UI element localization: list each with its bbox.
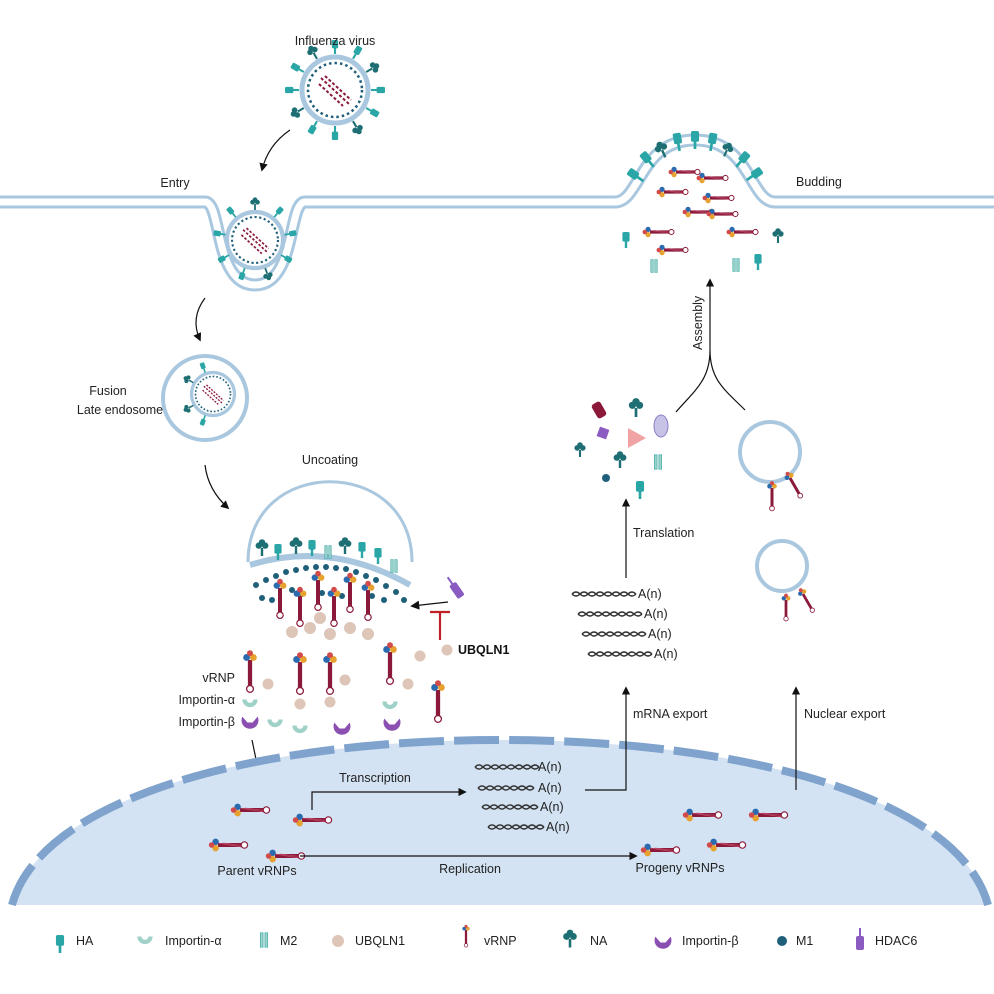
legend-importin-beta-label: Importin-β [682,934,739,948]
nucleus [8,735,992,907]
nuclear-polya-1: A(n) [538,760,562,774]
legend-hdac6-label: HDAC6 [875,934,917,948]
ubqln1-cluster [286,612,374,640]
late-endosome [161,354,249,442]
legend-m2-icon [260,932,268,948]
cyto-polya-1: A(n) [638,587,662,601]
progeny-vrnps-label: Progeny vRNPs [636,861,725,875]
legend-importin-alpha-label: Importin-α [165,934,222,948]
hdac6-inhibition [410,576,464,656]
assembly-label: Assembly [691,295,705,350]
cyto-polya-2: A(n) [644,607,668,621]
cyto-polya-4: A(n) [654,647,678,661]
legend-m1-label: M1 [796,934,813,948]
legend-na-icon [563,929,577,948]
vrnp-import-complexes [241,641,446,735]
vrnp-label: vRNP [202,671,235,685]
influenza-virus-label: Influenza virus [295,34,376,48]
uncoating-label: Uncoating [302,453,358,467]
arrow-to-entry [259,129,291,172]
viral-proteins [574,398,669,499]
entry-label: Entry [160,176,190,190]
legend-vrnp-label: vRNP [484,934,517,948]
export-vesicles [738,420,818,622]
cytoplasmic-mrnas [571,591,653,657]
mrna-export-label: mRNA export [633,707,708,721]
arrow-to-uncoating [204,464,230,510]
nuclear-mrnas [474,764,545,830]
legend-ha-icon [55,935,65,953]
importin-alpha-label: Importin-α [178,693,235,707]
importin-beta-label: Importin-β [178,715,235,729]
transcription-label: Transcription [339,771,411,785]
ubqln1-label: UBQLN1 [458,643,509,657]
late-endosome-label: Late endosome [77,403,163,417]
legend-ha-label: HA [76,934,94,948]
translation-label: Translation [633,526,694,540]
nuclear-polya-4: A(n) [546,820,570,834]
uncoating-endosome [246,480,414,640]
nuclear-export-label: Nuclear export [804,707,886,721]
legend-m1-icon [777,936,787,946]
budding-label: Budding [796,175,842,189]
influenza-virion [285,40,385,140]
legend: HA Importin-α M2 UBQLN1 vRNP NA Importin… [55,924,917,953]
legend-vrnp-icon [462,924,470,948]
arrow-transcription [311,787,467,810]
legend-na-label: NA [590,934,608,948]
parent-vrnps-label: Parent vRNPs [217,864,296,878]
legend-ubqln1-icon [332,935,344,947]
arrow-assembly [675,280,746,413]
legend-ubqln1-label: UBQLN1 [355,934,405,948]
replication-label: Replication [439,862,501,876]
legend-m2-label: M2 [280,934,297,948]
legend-importin-alpha-icon [137,936,153,945]
m1-layer [253,564,407,603]
cyto-polya-3: A(n) [648,627,672,641]
fusion-label: Fusion [89,384,127,398]
arrow-mrna-export [585,686,631,791]
nuclear-polya-2: A(n) [538,781,562,795]
nuclear-polya-3: A(n) [540,800,564,814]
plasma-membrane [0,133,994,292]
assembling-components [622,226,784,273]
arrow-to-fusion [193,297,206,342]
legend-hdac6-icon [856,928,864,950]
legend-importin-beta-icon [654,936,672,949]
